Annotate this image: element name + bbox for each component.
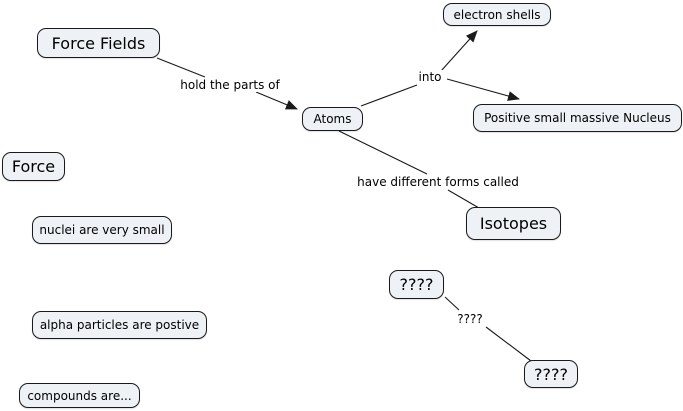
- concept-node-label: nuclei are very small: [39, 223, 165, 237]
- concept-node-force[interactable]: Force: [2, 152, 65, 181]
- concept-node-label: alpha particles are postive: [39, 318, 200, 332]
- concept-node-alpha-particles[interactable]: alpha particles are postive: [32, 311, 207, 339]
- concept-node-compounds[interactable]: compounds are...: [19, 383, 140, 408]
- concept-node-label: Atoms: [313, 112, 352, 126]
- connector-line-force-fields-to-hold-label[interactable]: [156, 57, 206, 78]
- concept-node-label: Force: [11, 157, 56, 176]
- concept-node-nucleus[interactable]: Positive small massive Nucleus: [473, 104, 682, 132]
- connector-line-atoms-to-into-label[interactable]: [360, 84, 418, 107]
- connector-line-unknown-label-to-unknown2[interactable]: [485, 326, 532, 362]
- connector-line-unknown1-to-unknown-label[interactable]: [444, 296, 460, 311]
- concept-node-isotopes[interactable]: Isotopes: [466, 207, 561, 240]
- link-label-hold-the-parts-of[interactable]: hold the parts of: [178, 78, 282, 92]
- concept-node-force-fields[interactable]: Force Fields: [37, 28, 160, 58]
- concept-node-label: ????: [399, 275, 434, 294]
- connector-line-into-label-to-nucleus[interactable]: [446, 78, 520, 101]
- concept-node-atoms[interactable]: Atoms: [302, 107, 363, 131]
- link-label-have-different-forms-called[interactable]: have different forms called: [355, 175, 521, 189]
- concept-node-nuclei-small[interactable]: nuclei are very small: [32, 216, 172, 244]
- concept-node-label: compounds are...: [27, 388, 132, 403]
- link-label-into[interactable]: into: [416, 70, 444, 84]
- concept-node-label: Positive small massive Nucleus: [484, 111, 671, 125]
- link-label-unknown-link[interactable]: ????: [455, 312, 485, 326]
- connector-line-forms-label-to-isotopes[interactable]: [447, 189, 480, 209]
- concept-node-label: electron shells: [453, 7, 541, 22]
- concept-node-unknown-1[interactable]: ????: [389, 270, 444, 299]
- concept-node-unknown-2[interactable]: ????: [524, 360, 578, 388]
- connector-line-hold-label-to-atoms[interactable]: [255, 91, 298, 110]
- concept-node-label: Isotopes: [479, 214, 548, 233]
- concept-node-electron-shells[interactable]: electron shells: [443, 3, 551, 26]
- concept-node-label: ????: [534, 364, 568, 384]
- concept-node-label: Force Fields: [51, 33, 146, 53]
- connector-line-atoms-to-forms-label[interactable]: [338, 130, 428, 175]
- connector-line-into-label-to-electron-shells[interactable]: [440, 30, 478, 72]
